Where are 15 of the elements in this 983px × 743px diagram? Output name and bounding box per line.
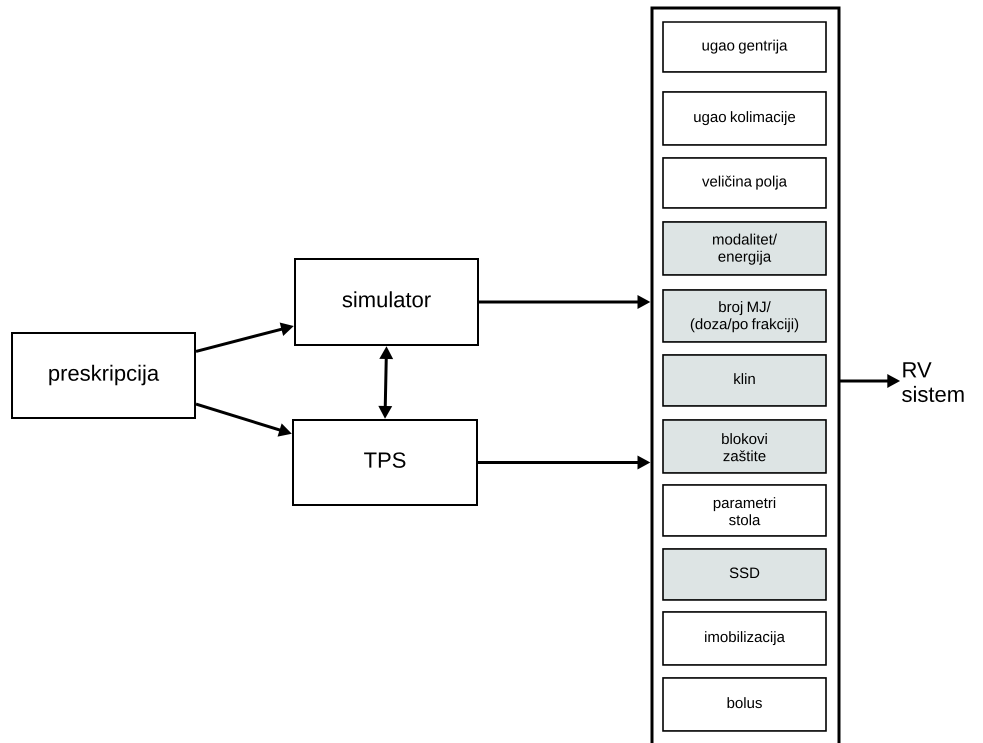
parameter-box: ugao gentrija [662, 21, 827, 73]
parameter-box: ugao kolimacije [662, 91, 827, 146]
parameter-box: SSD [662, 548, 827, 601]
parameter-box: broj MJ/ (doza/po frakciji) [662, 289, 827, 343]
parameter-box: bolus [662, 677, 827, 732]
process-box: simulator [294, 258, 479, 346]
parameter-box: imobilizacija [662, 611, 827, 666]
parameter-box: veličina polja [662, 157, 827, 209]
parameter-box: klin [662, 354, 827, 407]
parameter-box: modalitet/ energija [662, 221, 827, 276]
parameter-box: blokovi zaštite [662, 419, 827, 474]
process-box: TPS [292, 418, 478, 506]
output-label: RV sistem [902, 362, 964, 402]
process-box: preskripcija [11, 332, 196, 419]
parameter-box: parametri stola [662, 484, 827, 537]
